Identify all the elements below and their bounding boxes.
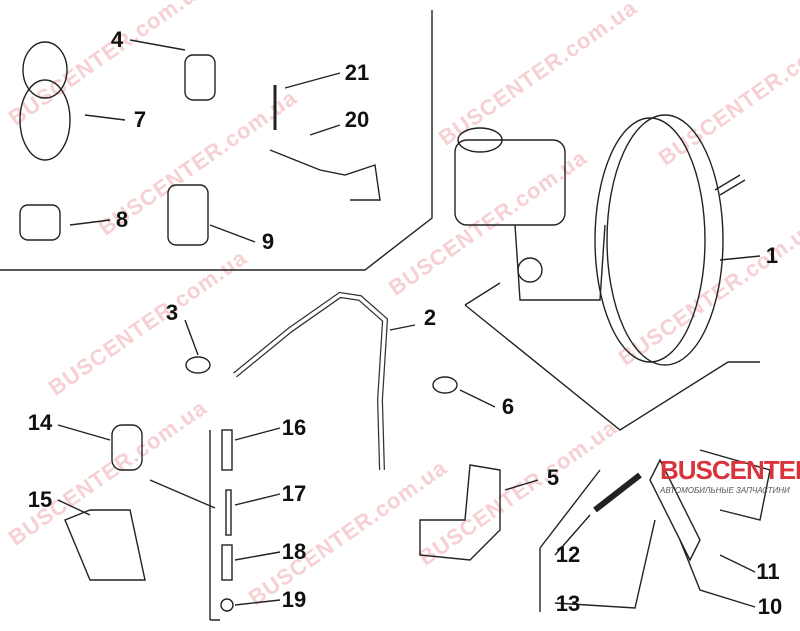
- callout-3: 3: [165, 300, 179, 325]
- callout-14: 14: [27, 410, 53, 435]
- callout-20: 20: [344, 107, 370, 132]
- callout-6: 6: [501, 394, 515, 419]
- check-valve-part: [699, 449, 771, 521]
- holder-part: [167, 184, 209, 246]
- callout-16: 16: [281, 415, 307, 440]
- callout-21: 21: [344, 60, 370, 85]
- bolt-part: [221, 544, 233, 581]
- vacuum-hose-part: [233, 291, 389, 471]
- valve-bracket: [539, 469, 601, 612]
- mount-bracket-part: [64, 509, 146, 581]
- buscenter-logo: BUSCENTER АВТОМОБИЛЬНЫЕ ЗАПЧАСТИНИ: [660, 455, 800, 495]
- callout-10: 10: [757, 594, 783, 619]
- fastener-bracket: [209, 430, 220, 621]
- clamp-part: [185, 356, 211, 374]
- bracket-part: [269, 149, 381, 201]
- callout-18: 18: [281, 539, 307, 564]
- connector-part: [184, 54, 216, 101]
- logo-name: BUSCENTER: [660, 455, 800, 485]
- group-frame: [0, 10, 433, 271]
- valve-body-part: [649, 458, 701, 562]
- callout-1: 1: [765, 243, 779, 268]
- bolt-part: [221, 429, 233, 471]
- callout-5: 5: [546, 465, 560, 490]
- brake-booster-part: [454, 114, 746, 366]
- callout-15: 15: [27, 487, 53, 512]
- cap-part: [19, 79, 71, 161]
- bolt-part: [593, 472, 642, 513]
- callout-19: 19: [281, 587, 307, 612]
- nut-part: [220, 598, 234, 612]
- logo-subtitle: АВТОМОБИЛЬНЫЕ ЗАПЧАСТИНИ: [660, 486, 790, 495]
- callout-11: 11: [756, 559, 780, 584]
- callout-7: 7: [133, 107, 147, 132]
- callout-8: 8: [115, 207, 129, 232]
- callout-13: 13: [555, 591, 581, 616]
- callout-9: 9: [261, 229, 275, 254]
- booster-frame: [464, 282, 760, 431]
- solenoid-valve-part: [111, 424, 143, 471]
- callout-2: 2: [423, 305, 437, 330]
- callout-17: 17: [281, 481, 307, 506]
- plate-bracket-part: [419, 464, 501, 561]
- callout-4: 4: [110, 27, 124, 52]
- rivet-part: [225, 489, 232, 536]
- clip-part: [19, 204, 61, 241]
- callout-12: 12: [555, 542, 581, 567]
- clamp-part: [432, 376, 458, 394]
